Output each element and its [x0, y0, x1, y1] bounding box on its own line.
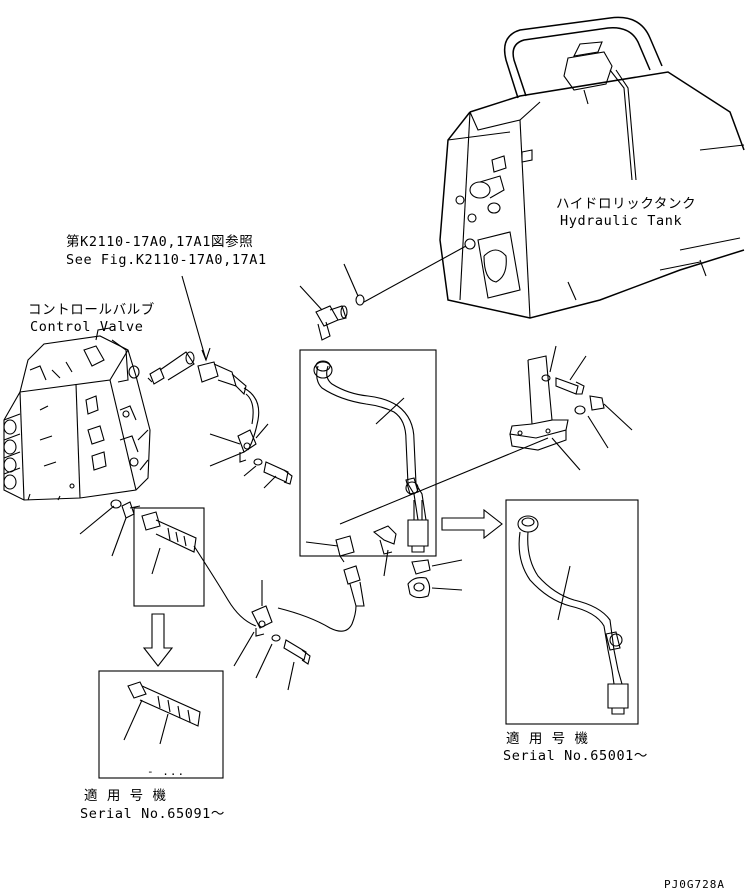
control-valve-label-en: Control Valve [30, 319, 143, 335]
right-inset [441, 499, 639, 725]
serial-right-label-en: Serial No.65001～ [503, 748, 648, 764]
hydraulic-tank [439, 16, 745, 319]
hydraulic-tank-label-en: Hydraulic Tank [560, 213, 682, 229]
reference-label-jp: 第K2110-17A0,17A1図参照 [66, 233, 253, 250]
upper-pilot-hose [147, 351, 293, 489]
center-pipe-frame [299, 349, 437, 557]
reference-arrow [181, 275, 211, 362]
labels: 第K2110-17A0,17A1図参照 See Fig.K2110-17A0,1… [28, 196, 725, 891]
reference-label-en: See Fig.K2110-17A0,17A1 [66, 252, 267, 268]
center-fittings [305, 525, 463, 607]
serial-left-label-en: Serial No.65091～ [80, 806, 225, 822]
hydraulic-tank-label-jp: ハイドロリックタンク [556, 196, 696, 212]
serial-right-label-jp: 適 用 号 機 [506, 730, 589, 747]
drawing-code: PJ0G728A [664, 878, 725, 891]
inset-small-mark: - ... [147, 765, 185, 778]
lower-left-inset: - ... [98, 613, 224, 779]
control-valve [3, 327, 151, 501]
control-valve-label-jp: コントロールバルブ [28, 301, 155, 318]
lower-pilot-hose [79, 499, 357, 691]
bracket-assembly [339, 345, 633, 525]
serial-left-label-jp: 適 用 号 機 [84, 787, 167, 804]
tank-elbow-fitting [299, 245, 467, 341]
